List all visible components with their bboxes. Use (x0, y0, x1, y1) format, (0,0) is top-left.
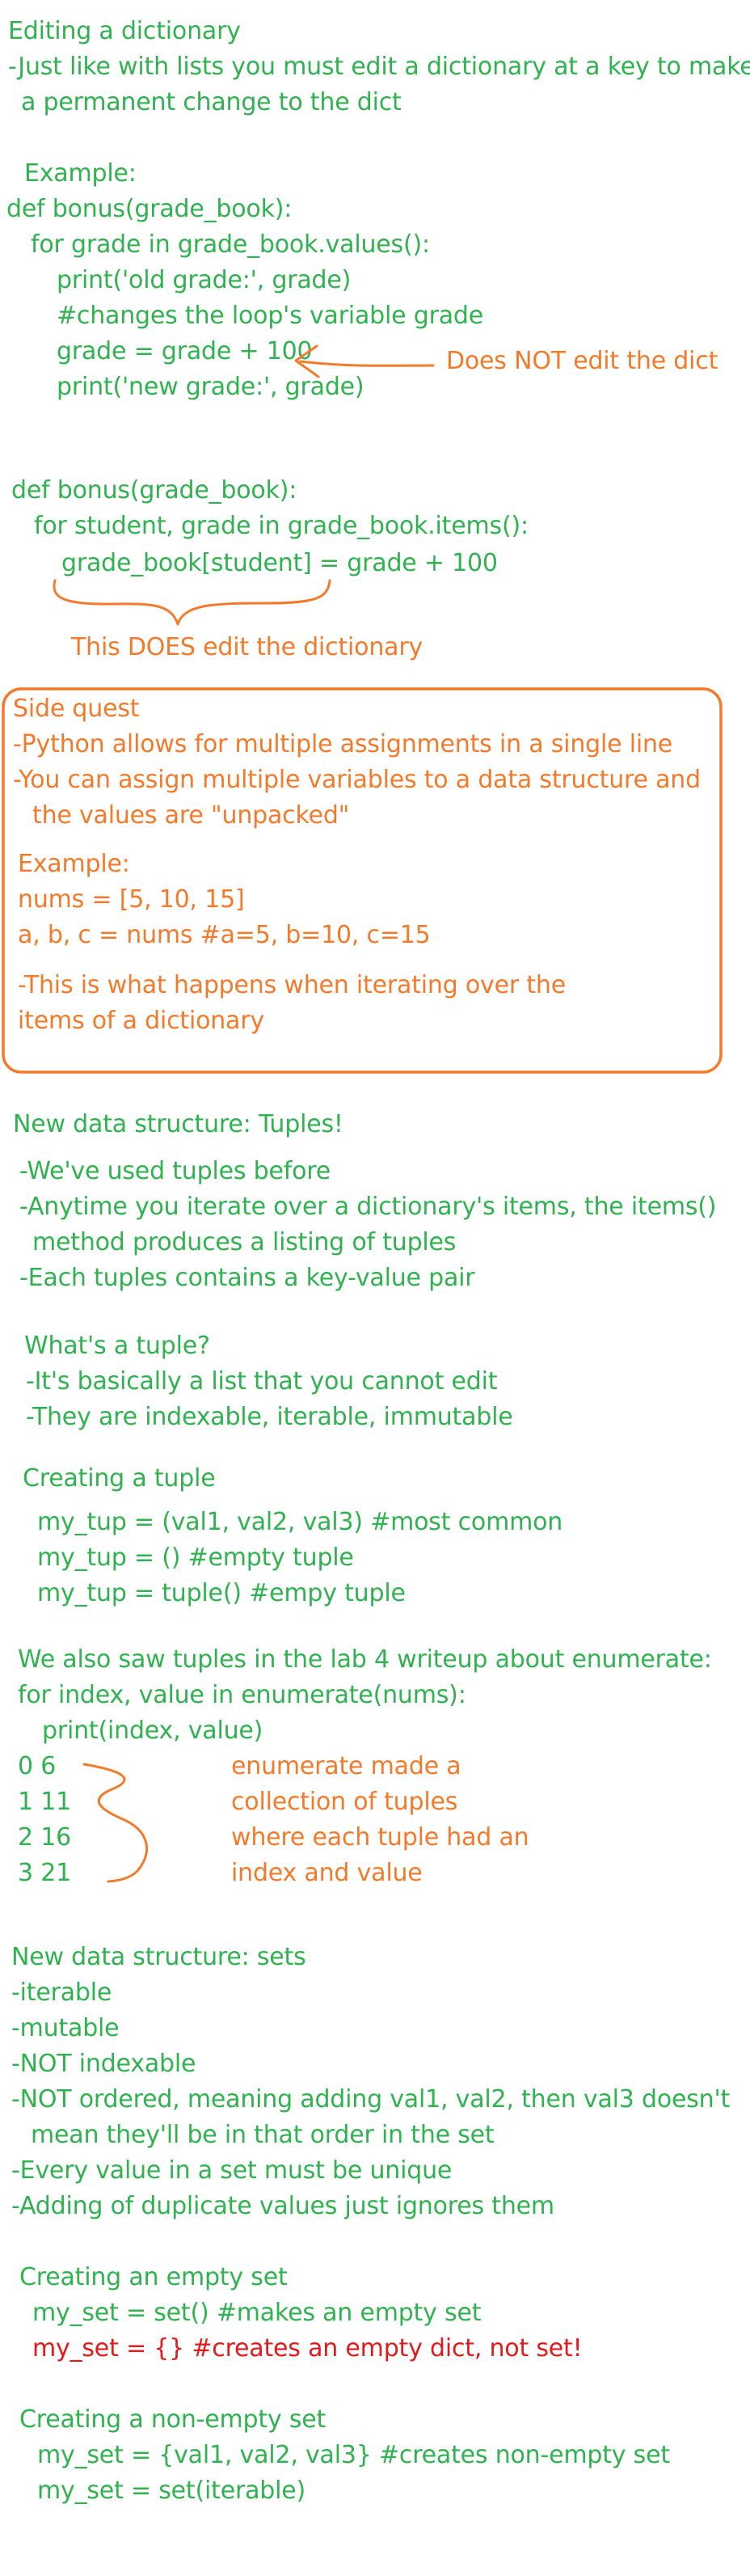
example-1-label: Example: (24, 159, 137, 188)
annotation-not-edit: Does NOT edit the dict (446, 347, 718, 375)
nonempty-set-code-2: my_set = set(iterable) (37, 2477, 306, 2505)
side-quest-example-label: Example: (18, 850, 130, 878)
tuples-bullet: method produces a listing of tuples (32, 1228, 457, 1256)
creating-tuple-heading: Creating a tuple (23, 1464, 216, 1493)
example-1-code-line: def bonus(grade_book): (6, 195, 293, 223)
example-1-code-line: grade = grade + 100 (57, 337, 313, 365)
example-1-code-line: print('new grade:', grade) (57, 373, 364, 401)
enumerate-intro: We also saw tuples in the lab 4 writeup … (18, 1645, 712, 1674)
section-title-editing: Editing a dictionary (8, 17, 241, 45)
side-quest-code-1: nums = [5, 10, 15] (18, 885, 245, 914)
enumerate-note: where each tuple had an (231, 1823, 529, 1852)
sets-bullet: -Every value in a set must be unique (11, 2156, 453, 2185)
creating-tuple-code: my_tup = tuple() #empy tuple (37, 1579, 406, 1607)
example-1-code-line: print('old grade:', grade) (57, 266, 352, 294)
side-quest-note-2: items of a dictionary (18, 1007, 264, 1035)
arrow-head-icon (294, 344, 320, 378)
creating-tuple-code: my_tup = () #empty tuple (37, 1543, 354, 1572)
sets-bullet: -iterable (11, 1978, 112, 2007)
editing-desc-line-1: -Just like with lists you must edit a di… (8, 53, 750, 81)
sets-bullet: -mutable (11, 2014, 120, 2042)
section-title-sets: New data structure: sets (11, 1943, 306, 1971)
whats-a-tuple-heading: What's a tuple? (24, 1332, 210, 1360)
sets-bullet: -NOT indexable (11, 2050, 196, 2078)
annotation-does-edit: This DOES edit the dictionary (71, 633, 423, 661)
editing-desc-line-2: a permanent change to the dict (21, 88, 402, 116)
squiggle-icon (82, 1763, 149, 1883)
enumerate-output: 0 6 (18, 1752, 57, 1780)
arrow-icon (299, 360, 435, 367)
whats-tuple-bullet: -They are indexable, iterable, immutable (26, 1403, 513, 1431)
enumerate-output: 1 11 (18, 1788, 71, 1816)
example-1-code-line: for grade in grade_book.values(): (31, 230, 430, 259)
empty-set-code-1: my_set = set() #makes an empty set (32, 2299, 482, 2327)
section-title-tuples: New data structure: Tuples! (13, 1110, 343, 1138)
whats-tuple-bullet: -It's basically a list that you cannot e… (26, 1367, 498, 1396)
nonempty-set-code-1: my_set = {val1, val2, val3} #creates non… (37, 2441, 670, 2469)
empty-set-code-2-warning: my_set = {} #creates an empty dict, not … (32, 2334, 583, 2363)
example-2-code-line: grade_book[student] = grade + 100 (61, 549, 498, 577)
side-quest-line-3: the values are "unpacked" (32, 801, 350, 830)
enumerate-note: enumerate made a (231, 1752, 461, 1780)
tuples-bullet: -Anytime you iterate over a dictionary's… (19, 1193, 717, 1221)
tuples-bullet: -We've used tuples before (19, 1157, 331, 1185)
tuples-bullet: -Each tuples contains a key-value pair (19, 1264, 475, 1292)
empty-set-heading: Creating an empty set (19, 2263, 288, 2291)
enumerate-note: index and value (231, 1859, 423, 1887)
enumerate-note: collection of tuples (231, 1788, 458, 1816)
side-quest-title: Side quest (13, 695, 140, 723)
sets-bullet: -Adding of duplicate values just ignores… (11, 2192, 554, 2220)
sets-bullet: -NOT ordered, meaning adding val1, val2,… (11, 2085, 731, 2114)
enumerate-code-1: for index, value in enumerate(nums): (18, 1681, 466, 1709)
nonempty-set-heading: Creating a non-empty set (19, 2405, 327, 2434)
example-2-code-line: for student, grade in grade_book.items()… (34, 512, 529, 540)
example-1-code-line: #changes the loop's variable grade (57, 302, 483, 330)
side-quest-line-2: -You can assign multiple variables to a … (13, 766, 701, 794)
enumerate-output: 2 16 (18, 1823, 71, 1852)
side-quest-line-1: -Python allows for multiple assignments … (13, 730, 673, 758)
example-2-code-line: def bonus(grade_book): (11, 476, 297, 505)
enumerate-code-2: print(index, value) (42, 1717, 263, 1745)
side-quest-code-2: a, b, c = nums #a=5, b=10, c=15 (18, 921, 431, 949)
side-quest-note-1: -This is what happens when iterating ove… (18, 971, 566, 999)
creating-tuple-code: my_tup = (val1, val2, val3) #most common (37, 1508, 563, 1536)
enumerate-output: 3 21 (18, 1859, 71, 1887)
brace-icon (53, 579, 331, 626)
side-quest-box (2, 687, 723, 1074)
sets-bullet: mean they'll be in that order in the set (31, 2121, 495, 2149)
